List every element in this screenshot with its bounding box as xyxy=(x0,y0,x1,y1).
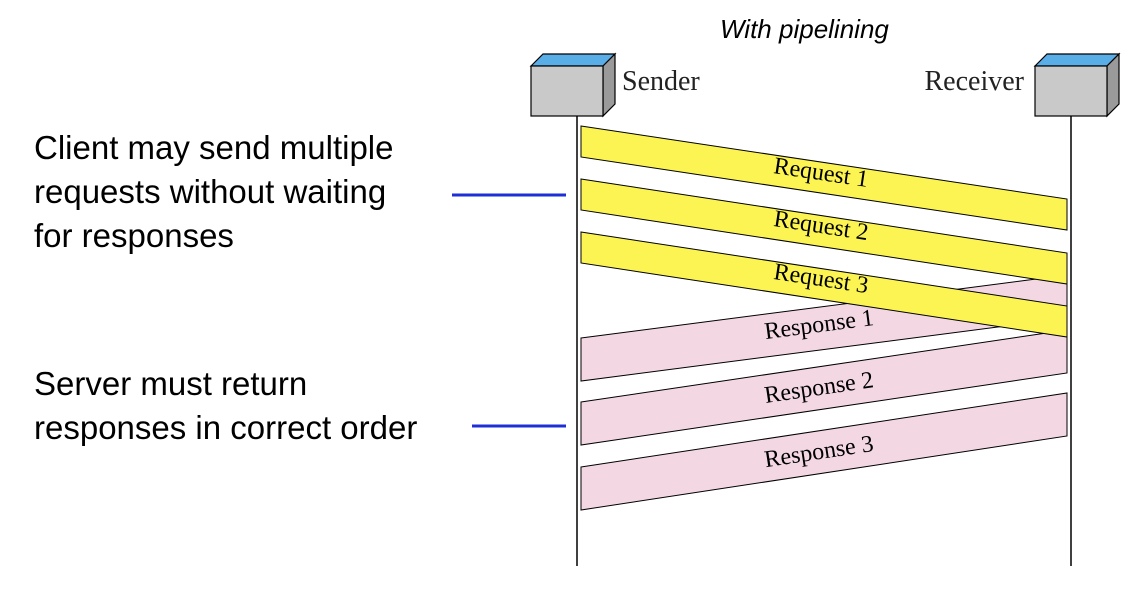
response-band: Response 2 xyxy=(580,329,1068,446)
server-annotation-line: Server must return xyxy=(34,365,308,402)
server-annotation-line: responses in correct order xyxy=(34,409,418,446)
client-annotation-line: for responses xyxy=(34,217,234,254)
receiver-computer-icon xyxy=(1033,52,1121,118)
response-band: Response 3 xyxy=(580,392,1068,511)
client-annotation-line: Client may send multiple xyxy=(34,129,394,166)
sender-computer-icon xyxy=(529,52,617,118)
client-annotation: Client may send multiple requests withou… xyxy=(34,126,394,258)
diagram-title: With pipelining xyxy=(720,14,889,44)
client-annotation-line: requests without waiting xyxy=(34,173,387,210)
server-annotation: Server must return responses in correct … xyxy=(34,362,417,450)
receiver-label: Receiver xyxy=(925,66,1025,97)
sender-label: Sender xyxy=(622,66,700,97)
